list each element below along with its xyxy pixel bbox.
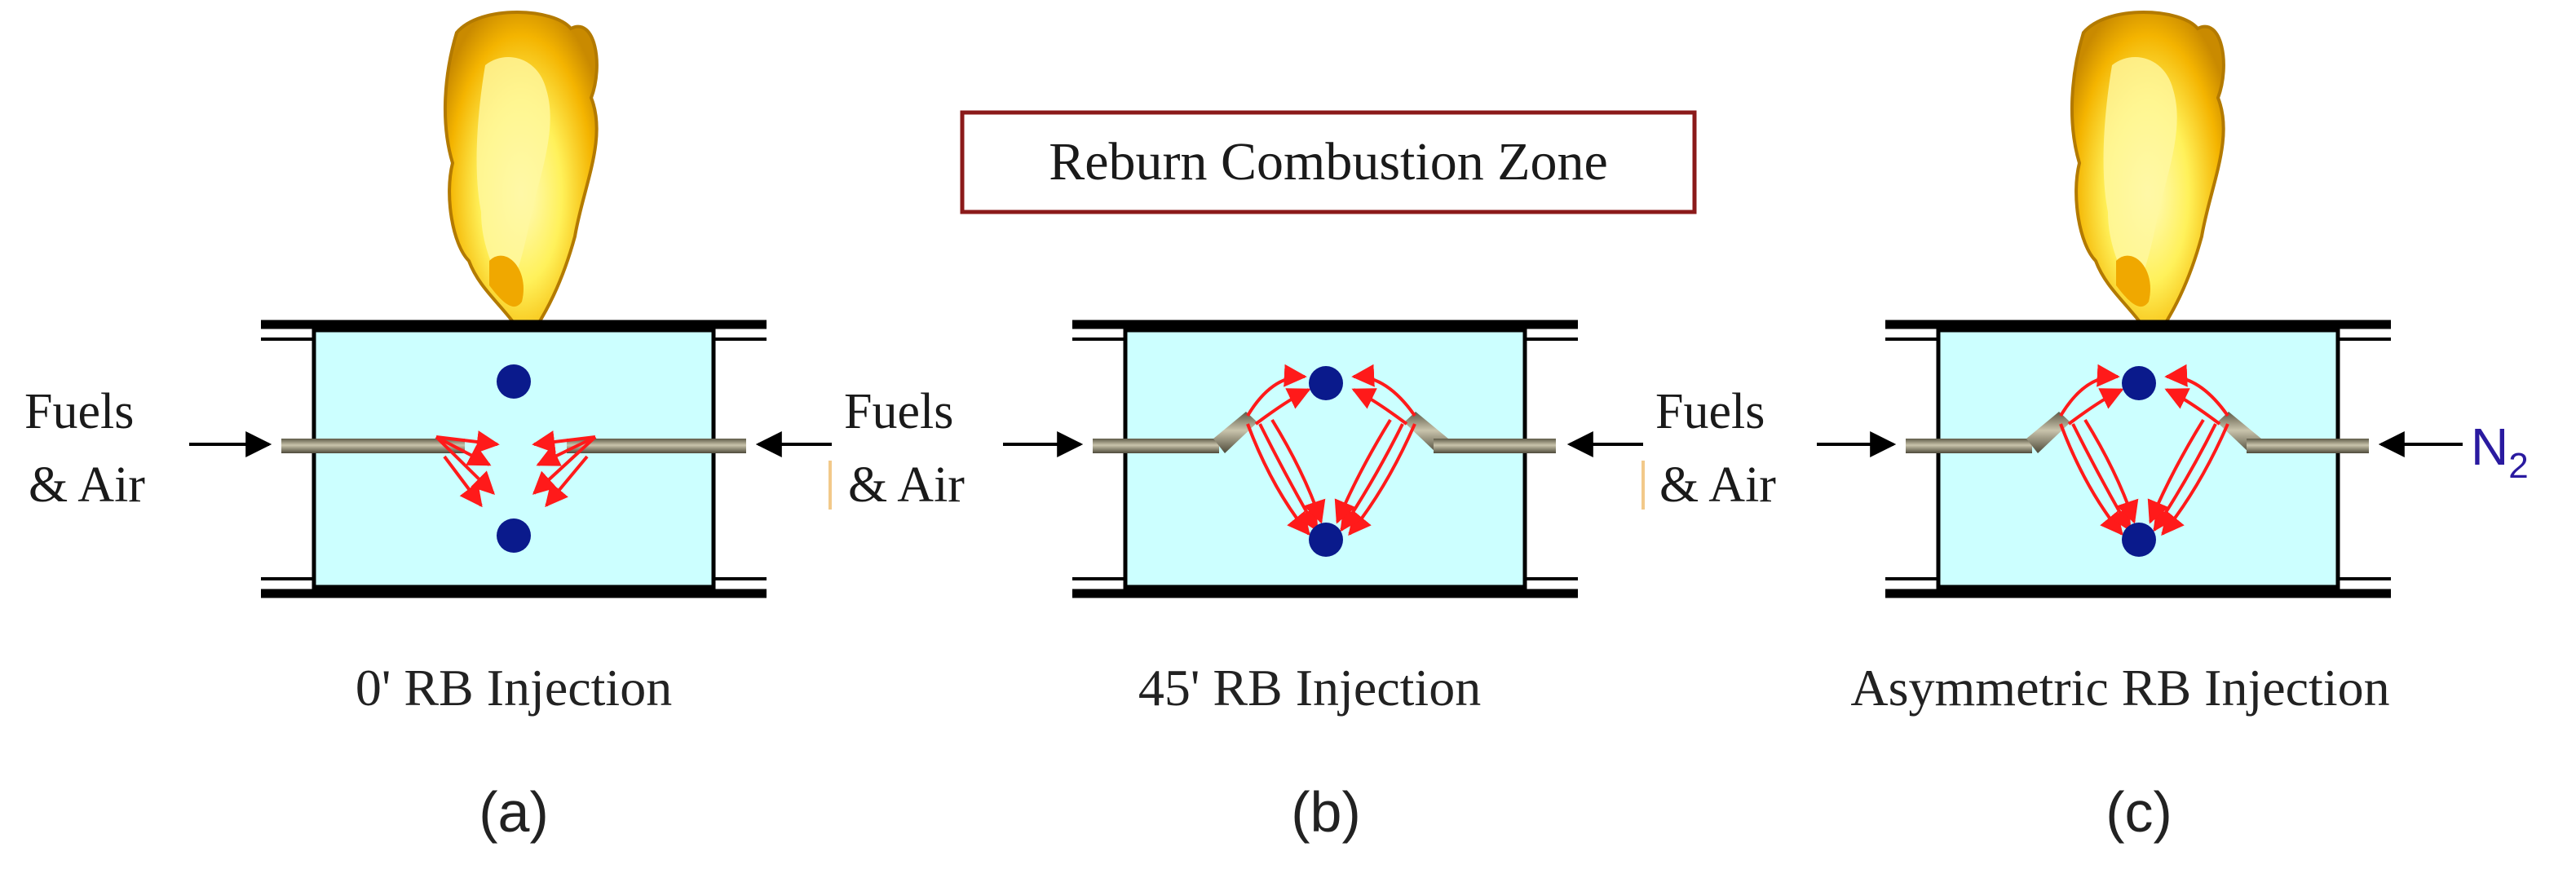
- inlet-label-a: Fuels & Air: [24, 384, 272, 513]
- panel-b-letter: (b): [1291, 780, 1361, 844]
- panel-a: Fuels & Air 0' RB Injection (a): [24, 11, 767, 844]
- injector-nozzle-icon: [1093, 412, 1556, 453]
- svg-text:Fuels: Fuels: [1655, 384, 1765, 439]
- probe-dot-icon: [1309, 366, 1343, 557]
- flame-icon: [2070, 11, 2225, 346]
- svg-text:Fuels: Fuels: [24, 384, 134, 439]
- injector-nozzle-icon: [1906, 412, 2369, 453]
- injector-nozzle-icon: [281, 439, 746, 453]
- n2-inlet: N2: [2378, 417, 2529, 486]
- panel-b-caption: 45' RB Injection: [1138, 659, 1481, 717]
- n2-label: N2: [2471, 417, 2529, 486]
- flow-arrow-icon: [1246, 364, 1416, 536]
- flame-icon: [443, 11, 599, 346]
- flow-arrow-icon: [2059, 364, 2229, 536]
- panel-c: Fuels & Air N2 Asymmetric RB Injection (…: [1566, 11, 2529, 844]
- panel-b: Fuels & Air 45' RB Injection (b): [755, 320, 1578, 844]
- inlet-label-c: Fuels & Air: [1655, 384, 1897, 513]
- diagram-title: Reburn Combustion Zone: [1049, 132, 1608, 192]
- panel-c-caption: Asymmetric RB Injection: [1850, 659, 2389, 717]
- probe-dot-icon: [2122, 366, 2156, 557]
- flow-arrow-icon: [435, 430, 597, 508]
- panel-a-caption: 0' RB Injection: [356, 659, 672, 717]
- svg-text:Fuels: Fuels: [844, 384, 953, 439]
- probe-dot-icon: [497, 364, 531, 553]
- title-box: Reburn Combustion Zone: [960, 110, 1697, 214]
- svg-text:& Air: & Air: [29, 457, 145, 513]
- svg-text:& Air: & Air: [1659, 457, 1776, 513]
- svg-text:& Air: & Air: [848, 457, 965, 513]
- panel-a-letter: (a): [479, 780, 549, 844]
- panel-c-letter: (c): [2105, 780, 2172, 844]
- inlet-label-b: Fuels & Air: [844, 384, 1084, 513]
